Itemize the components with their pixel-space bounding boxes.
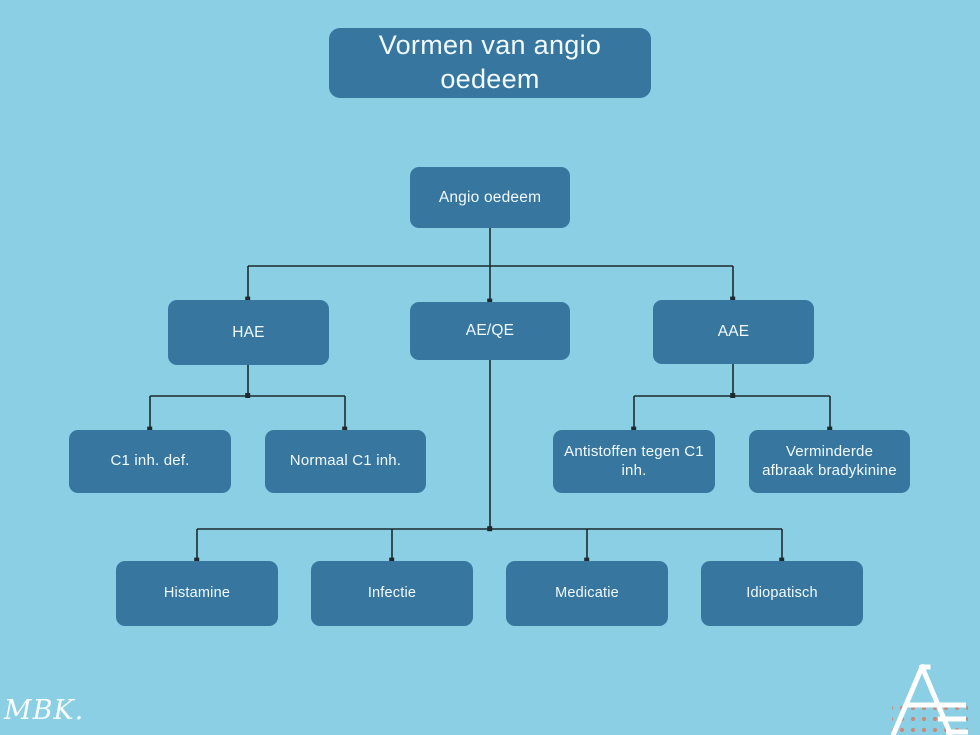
node-angio-oedeem[interactable]: Angio oedeem <box>410 167 570 228</box>
node-medicatie[interactable]: Medicatie <box>506 561 668 626</box>
node-infectie[interactable]: Infectie <box>311 561 473 626</box>
node-c1-inh-def[interactable]: C1 inh. def. <box>69 430 231 493</box>
node-antistoffen-tegen-c1-inh[interactable]: Antistoffen tegen C1 inh. <box>553 430 715 493</box>
node-histamine[interactable]: Histamine <box>116 561 278 626</box>
diagram-title: Vormen van angio oedeem <box>329 28 651 98</box>
author-watermark: MBK. <box>4 695 85 726</box>
node-idiopatisch[interactable]: Idiopatisch <box>701 561 863 626</box>
node-aae[interactable]: AAE <box>653 300 814 364</box>
node-normaal-c1-inh[interactable]: Normaal C1 inh. <box>265 430 426 493</box>
node-verminderde-afbraak-bradykinine[interactable]: Verminderde afbraak bradykinine <box>749 430 910 493</box>
ae-monogram-logo <box>890 663 968 735</box>
node-hae[interactable]: HAE <box>168 300 329 365</box>
node-ae-qe[interactable]: AE/QE <box>410 302 570 360</box>
